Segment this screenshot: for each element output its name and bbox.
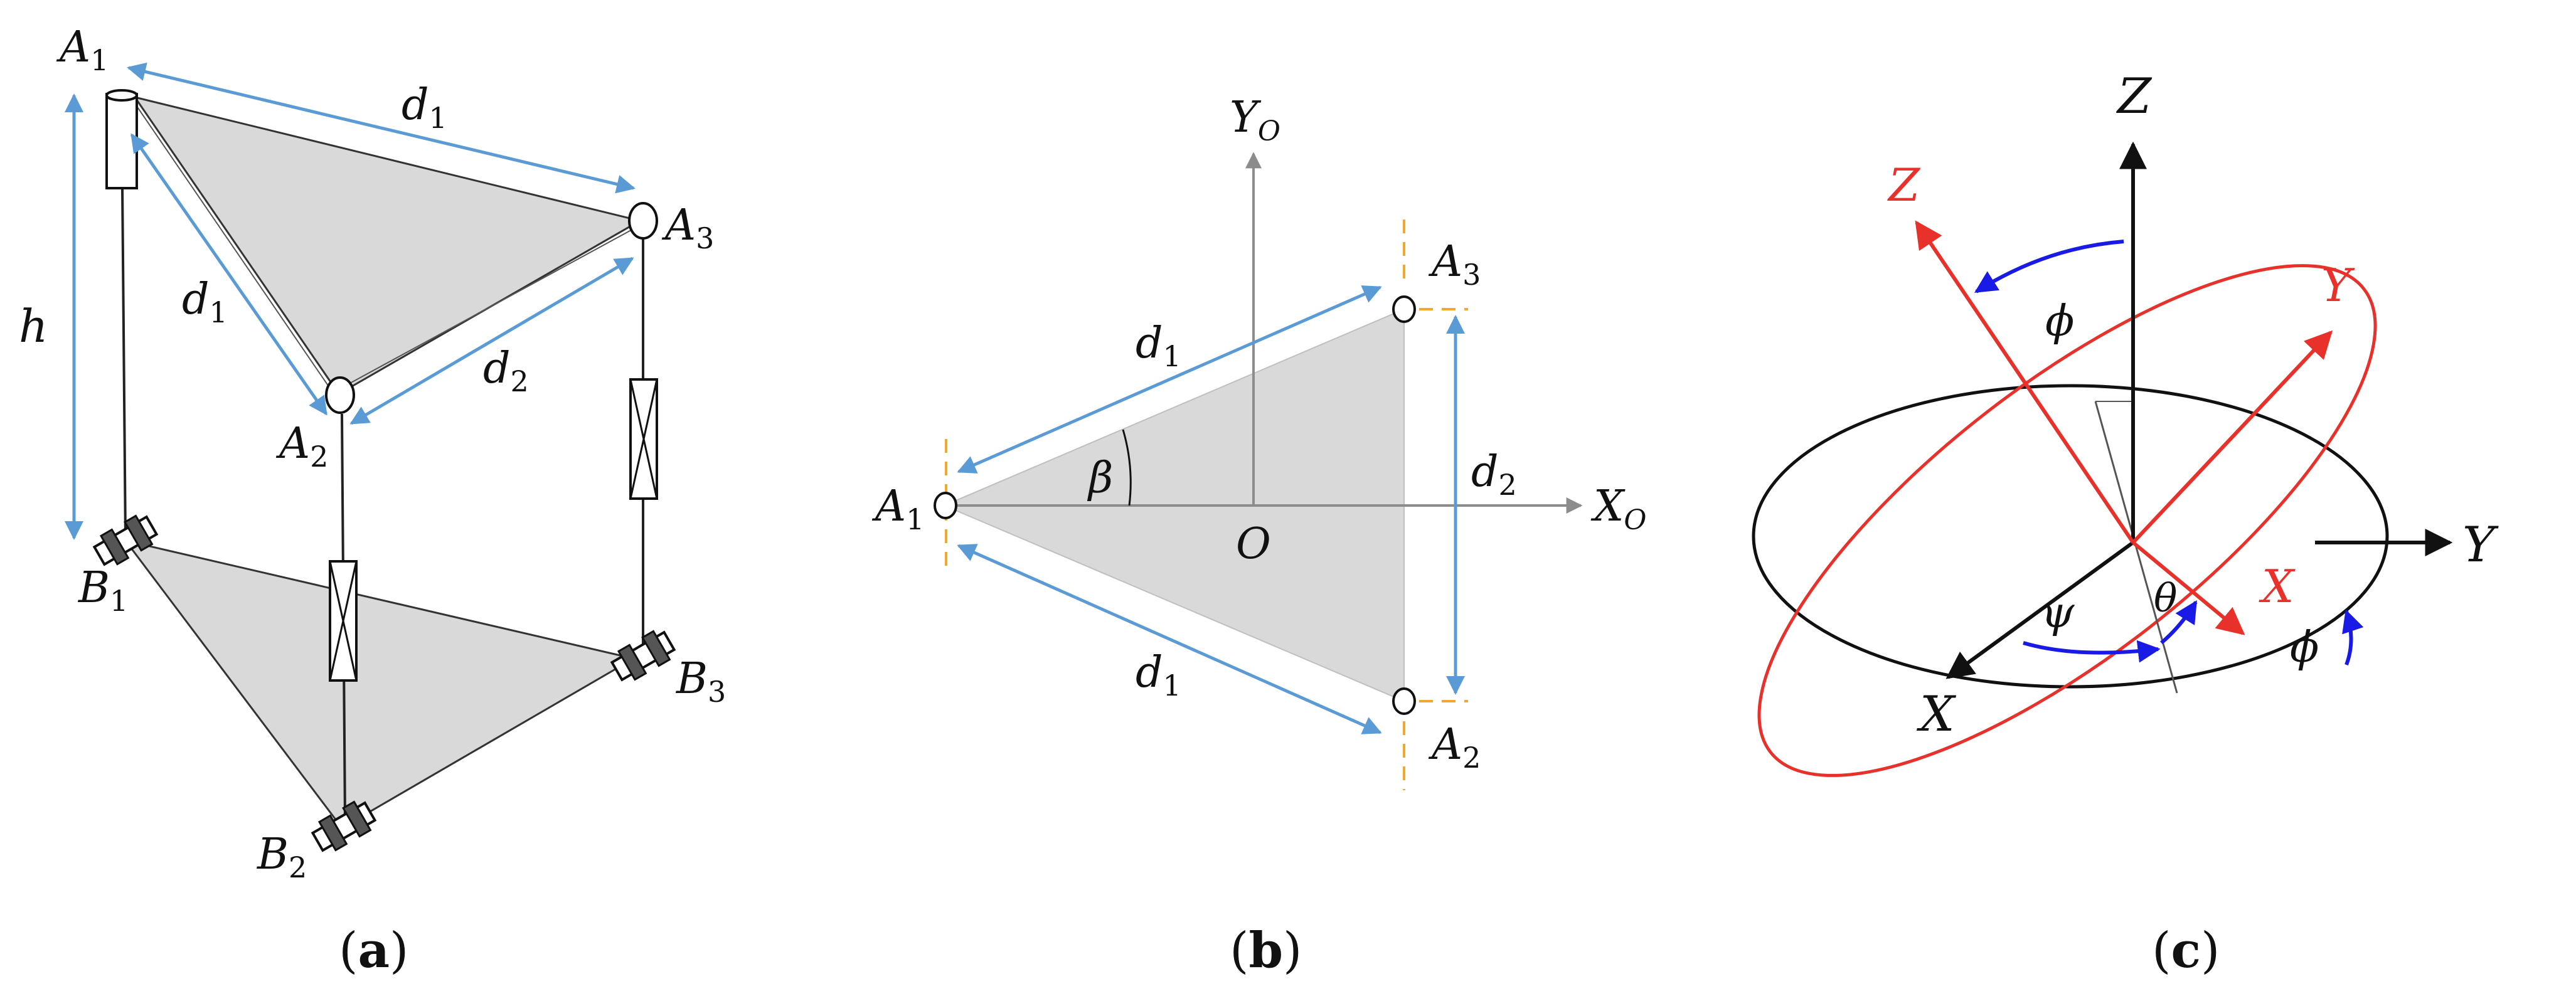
joint-A2: [325, 376, 355, 414]
label-theta: θ: [2154, 575, 2177, 621]
vertex-A3: [1392, 295, 1416, 323]
leg-A1-B1: [121, 188, 127, 540]
actuator-A3: [629, 378, 658, 500]
label-A3: A3: [661, 201, 714, 255]
label-b-d1-bottom: d1: [1136, 648, 1181, 702]
panel-b-top-view: YO XO O A1 A3 A2 β d1 d1 d2 (b): [871, 93, 1647, 979]
dim-d2: [349, 257, 634, 425]
label-h: h: [19, 300, 48, 352]
label-X-black: X: [1916, 686, 1957, 743]
panel-a-prism: A1 d1 A3 h d1 d2 A2 B1 B3 B2 (a): [19, 23, 726, 979]
dim-d1-top: [127, 62, 636, 194]
wheel-B2: [311, 800, 377, 852]
cylinder-A1: [105, 89, 138, 189]
label-A2: A2: [275, 419, 328, 474]
caption-c: (c): [2152, 922, 2220, 979]
label-Z-black: Z: [2116, 68, 2153, 125]
tilted-ellipse: [1757, 264, 2377, 777]
dim-b-d1-bottom: [957, 544, 1382, 734]
label-beta: β: [1087, 453, 1113, 503]
guide-dashes: [945, 220, 1468, 790]
label-Z-red: Z: [1887, 159, 1921, 211]
label-xo: XO: [1590, 482, 1647, 536]
label-d1-side: d1: [182, 275, 228, 329]
label-b-A1: A1: [871, 482, 924, 536]
label-b-A2: A2: [1428, 720, 1481, 775]
label-b-d1-top: d1: [1136, 319, 1181, 373]
label-B3: B3: [675, 654, 726, 709]
caption-b: (b): [1230, 922, 1302, 979]
label-d1-top: d1: [402, 80, 447, 135]
label-A1: A1: [56, 23, 109, 77]
caption-a: (a): [339, 922, 408, 979]
dim-b-d1-top: [957, 285, 1382, 474]
label-b-d2: d2: [1471, 447, 1517, 502]
label-b-A3: A3: [1428, 237, 1481, 292]
label-d2: d2: [483, 344, 529, 398]
wheel-B1: [92, 514, 159, 566]
arc-psi: [2023, 640, 2161, 663]
bottom-platform: [123, 539, 637, 829]
label-yo: YO: [1230, 93, 1280, 147]
arc-phi-right: [2342, 609, 2364, 666]
label-B1: B1: [77, 563, 128, 618]
label-phi-top: ϕ: [2045, 297, 2074, 346]
axis-red-y: [2131, 330, 2333, 544]
label-Y-red: Y: [2321, 259, 2355, 312]
label-psi: ψ: [2041, 588, 2075, 638]
axis-red-z: [1915, 220, 2135, 544]
arc-phi-top: [1974, 240, 2124, 294]
dim-d1-side: [130, 133, 328, 416]
vertex-A2: [1392, 687, 1416, 715]
wheel-B3: [610, 630, 676, 682]
label-X-red: X: [2259, 560, 2296, 613]
panel-c-euler-angles: Z Y X Z Y X ϕ ϕ ψ θ (c): [1752, 68, 2499, 979]
label-Y-black: Y: [2462, 517, 2499, 573]
label-phi-right: ϕ: [2290, 623, 2319, 672]
actuator-A2: [329, 560, 358, 682]
arc-theta: [2160, 600, 2198, 645]
joint-A3: [628, 202, 658, 240]
axis-black-x: [1945, 541, 2134, 679]
vertex-A1: [934, 492, 957, 519]
base-ellipse: [1752, 384, 2389, 689]
label-origin: O: [1236, 519, 1271, 569]
label-B2: B2: [256, 830, 307, 884]
axis-red-x: [2132, 541, 2245, 635]
